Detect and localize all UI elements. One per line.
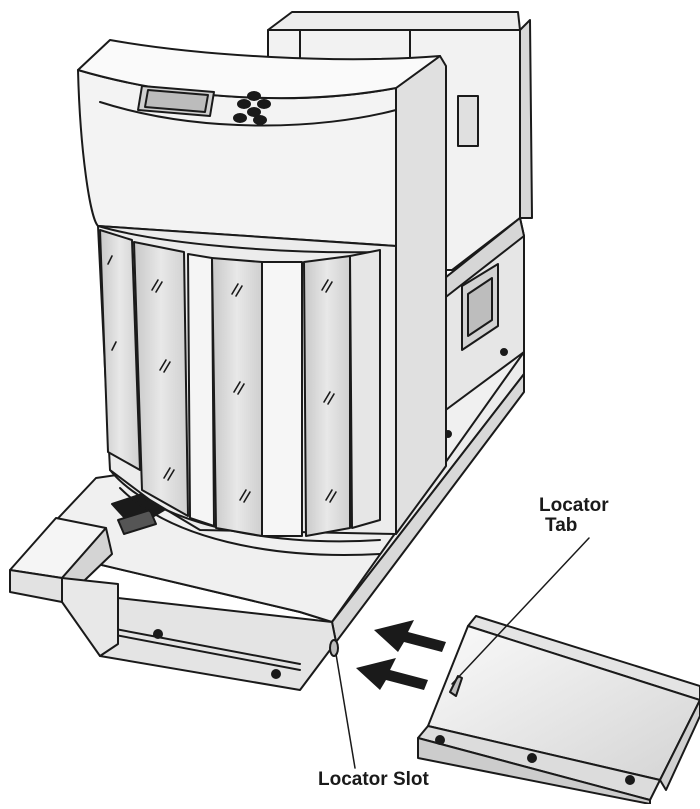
- control-keypad: [233, 91, 271, 125]
- screw-dot: [271, 669, 281, 679]
- arrow-upper: [374, 620, 446, 652]
- door-panel-2: [133, 241, 189, 517]
- arrow-lower: [356, 658, 428, 690]
- locator-slot-leader: [335, 653, 356, 769]
- front-left-bin: [9, 493, 165, 657]
- locator-slot-hole: [329, 639, 339, 657]
- insertion-arrows: [356, 620, 446, 690]
- locator-tab-leader: [451, 537, 590, 685]
- door-panel-1: [99, 229, 141, 471]
- door-panel-3: [211, 257, 263, 537]
- locator-slot-label: Locator Slot: [318, 769, 429, 790]
- output-tray: [417, 615, 700, 805]
- locator-tab-label-line2: Tab: [545, 515, 578, 536]
- right-side-panel: [437, 217, 525, 453]
- locator-tab-label: Locator: [539, 495, 609, 516]
- screw-dot: [153, 629, 163, 639]
- carousel-doors: [97, 225, 381, 556]
- side-latch: [457, 95, 479, 147]
